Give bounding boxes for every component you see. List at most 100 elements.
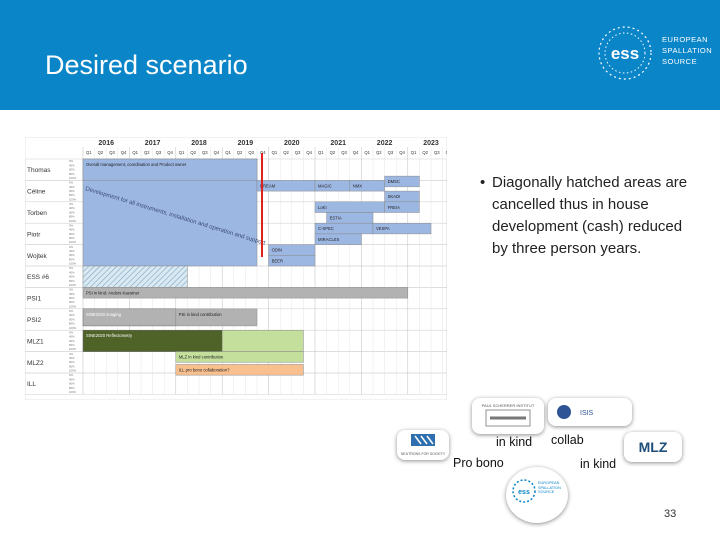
gantt-percent-tick: 40% — [69, 270, 75, 274]
gantt-percent-tick: 80% — [69, 322, 75, 326]
gantt-quarter-label: Q3 — [156, 150, 162, 155]
ess-logo-line: SPALLATION — [662, 46, 713, 55]
ess-logo-mark: ess — [611, 44, 639, 63]
gantt-percent-tick: 80% — [69, 343, 75, 347]
ill-logo: NEUTRONS FOR SOCIETY — [397, 430, 449, 460]
ess-partner-mark: ess — [518, 489, 530, 496]
gantt-percent-tick: 100% — [69, 197, 77, 201]
gantt-percent-tick: 40% — [69, 206, 75, 210]
gantt-quarter-label: Q3 — [388, 150, 394, 155]
gantt-quarter-label: Q4 — [167, 150, 173, 155]
gantt-year-label: 2019 — [238, 140, 254, 147]
gantt-year-label: 2023 — [423, 140, 439, 147]
gantt-quarter-label: Q1 — [225, 150, 231, 155]
gantt-year-label: 2016 — [98, 140, 114, 147]
psi-logo: PAUL SCHERRER INSTITUT — [472, 398, 544, 434]
gantt-row-label: PSI1 — [27, 296, 41, 303]
gantt-percent-tick: 0% — [69, 159, 74, 163]
gantt-quarter-label: Q2 — [190, 150, 196, 155]
ess-partner-logo-icon: ess EUROPEAN SPALLATION SOURCE — [512, 479, 561, 503]
gantt-percent-tick: 40% — [69, 163, 75, 167]
slide-header: Desired scenario ess EUROPEAN SPALLATION… — [0, 0, 720, 110]
isis-logo-name: ISIS — [580, 410, 594, 417]
isis-logo-icon: ISIS — [557, 405, 594, 419]
bar-mlz2 — [175, 351, 304, 363]
ess-logo-line: SOURCE — [662, 57, 698, 66]
gantt-quarter-label: Q3 — [295, 150, 301, 155]
bar-skadi-label: SKADI — [388, 194, 401, 199]
gantt-year-label: 2022 — [377, 140, 393, 147]
gantt-quarter-label: Q2 — [283, 150, 289, 155]
gantt-percent-tick: 80% — [69, 279, 75, 283]
gantt-percent-tick: 40% — [69, 249, 75, 253]
ill-logo-name: NEUTRONS FOR SOCIETY — [401, 452, 446, 456]
label-in-kind-psi: in kind — [496, 435, 533, 449]
bar-magic-label: MAGIC — [318, 183, 332, 188]
bar-miracles-label: MIRACLES — [318, 237, 340, 242]
gantt-percent-tick: 100% — [69, 369, 77, 373]
gantt-percent-tick: 60% — [69, 317, 75, 321]
gantt-percent-tick: 100% — [69, 219, 77, 223]
gantt-percent-tick: 100% — [69, 283, 77, 287]
gantt-quarter-label: Q1 — [132, 150, 138, 155]
gantt-percent-tick: 100% — [69, 262, 77, 266]
gantt-percent-tick: 60% — [69, 168, 75, 172]
gantt-row-label: Céline — [27, 189, 46, 196]
gantt-quarter-label: Q2 — [237, 150, 243, 155]
gantt-percent-tick: 40% — [69, 185, 75, 189]
bar-beer-label: BEER — [272, 258, 283, 263]
gantt-percent-tick: 60% — [69, 296, 75, 300]
bar-vespa-label: VESPA — [376, 226, 390, 231]
gantt-percent-tick: 0% — [69, 245, 74, 249]
gantt-percent-tick: 80% — [69, 236, 75, 240]
bar-psi1-label: PSI in kind: Anders Kaestner — [86, 290, 140, 295]
ess-logo-icon: ess — [598, 26, 652, 80]
gantt-quarter-label: Q3 — [248, 150, 254, 155]
page-number: 33 — [664, 508, 677, 520]
psi-logo-name: PAUL SCHERRER INSTITUT — [482, 403, 535, 408]
label-collab-isis: collab — [551, 433, 584, 447]
gantt-percent-tick: 40% — [69, 228, 75, 232]
slide-title: Desired scenario — [45, 50, 248, 80]
bar-psi1 — [82, 287, 409, 299]
gantt-quarter-label: Q4 — [306, 150, 312, 155]
bar-freia-label: FREIA — [388, 205, 401, 210]
ess-logo-text: EUROPEAN SPALLATION SOURCE — [662, 34, 712, 67]
gantt-percent-tick: 60% — [69, 382, 75, 386]
gantt-percent-tick: 80% — [69, 364, 75, 368]
psi-logo-icon: PAUL SCHERRER INSTITUT — [482, 403, 535, 427]
gantt-percent-tick: 80% — [69, 300, 75, 304]
gantt-percent-tick: 0% — [69, 352, 74, 356]
bar-miracles — [314, 233, 362, 245]
gantt-quarter-label: Q3 — [341, 150, 347, 155]
gantt-quarter-label: Q4 — [353, 150, 359, 155]
bar-beer — [268, 255, 316, 267]
isis-logo: ISIS — [548, 398, 632, 426]
gantt-bars — [82, 158, 432, 376]
bar-estia-label: ESTIA — [330, 216, 342, 221]
gantt-percent-tick: 100% — [69, 240, 77, 244]
gantt-percent-tick: 100% — [69, 347, 77, 351]
mlz-logo-icon: MLZ — [639, 439, 668, 455]
gantt-quarter-label: Q4 — [260, 150, 266, 155]
gantt-percent-tick: 100% — [69, 304, 77, 308]
label-pro-bono-ill: Pro bono — [453, 456, 504, 470]
gantt-row-label: Thomas — [27, 167, 51, 174]
gantt-percent-tick: 0% — [69, 309, 74, 313]
gantt-percent-tick: 60% — [69, 232, 75, 236]
gantt-percent-tick: 0% — [69, 181, 74, 185]
gantt-quarter-label: Q1 — [86, 150, 92, 155]
ess-partner-logo: ess EUROPEAN SPALLATION SOURCE — [506, 467, 568, 523]
gantt-percent-tick: 40% — [69, 377, 75, 381]
gantt-quarter-label: Q2 — [144, 150, 150, 155]
bar-vespa — [372, 222, 432, 235]
gantt-quarter-label: Q4 — [214, 150, 220, 155]
bar-mlz1-sine-label: SINE2020 Reflectometry — [86, 333, 133, 338]
gantt-row-label: Wojtek — [27, 253, 47, 260]
gantt-year-label: 2020 — [284, 140, 300, 147]
gantt-percent-tick: 0% — [69, 330, 74, 334]
bar-dmsc — [384, 175, 420, 188]
gantt-percent-tick: 80% — [69, 386, 75, 390]
gantt-row-label: Torben — [27, 210, 47, 217]
